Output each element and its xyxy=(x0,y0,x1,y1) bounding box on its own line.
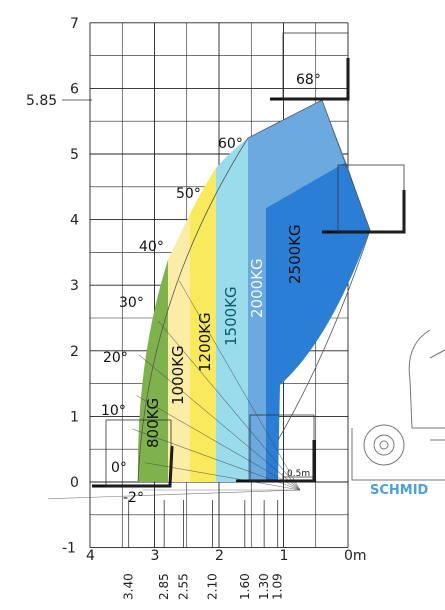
y-tick-label: 1 xyxy=(70,409,79,425)
angle-ray xyxy=(178,280,301,491)
angle-label-20: 20° xyxy=(103,350,128,366)
y-tick-label: 0 xyxy=(70,475,79,491)
zone-label-2500kg: 2500KG xyxy=(286,224,304,284)
angle-labels: 68° 60° 50° 40° 30° 20° 10° 0° -2° xyxy=(101,72,321,506)
angle-ray xyxy=(138,354,301,491)
reach-mark-label: 1.30 xyxy=(257,573,271,600)
angle-ray xyxy=(136,395,301,491)
x-tick-label: 3 xyxy=(151,548,160,564)
angle-label-68: 68° xyxy=(296,72,321,88)
x-tick-label: 0m xyxy=(344,548,367,564)
reach-mark-label: 2.55 xyxy=(177,573,191,600)
max-height-indicator: 5.85 xyxy=(26,93,92,109)
scale-bar: 0.5m xyxy=(282,469,315,481)
max-height-label: 5.85 xyxy=(26,93,57,109)
load-labels: 800KG 1000KG 1200KG 1500KG 2000KG 2500KG xyxy=(144,224,304,448)
zone-2500kg xyxy=(266,162,370,482)
brand-logo: SCHMID xyxy=(370,483,429,498)
x-tick-label: 2 xyxy=(215,548,224,564)
zone-label-1200kg: 1200KG xyxy=(196,312,214,372)
machine-silhouette xyxy=(351,329,445,481)
zone-label-1500kg: 1500KG xyxy=(222,286,240,346)
reach-mark-label: 2.10 xyxy=(206,573,220,600)
reach-mark-label: 3.40 xyxy=(122,573,136,600)
boom-outline xyxy=(137,99,371,483)
angle-label-60: 60° xyxy=(218,136,243,152)
zone-label-800kg: 800KG xyxy=(144,398,162,448)
reach-mark-label: 2.85 xyxy=(157,573,171,600)
reach-mark-label: 1.09 xyxy=(271,573,285,600)
y-tick-label: 2 xyxy=(70,344,79,360)
zone-2000kg xyxy=(248,100,346,482)
zone-1500kg xyxy=(216,138,248,482)
angle-label-minus2: -2° xyxy=(123,490,144,506)
x-tick-label: 4 xyxy=(86,548,95,564)
x-axis-ticks: 4 3 2 1 0m xyxy=(86,548,367,564)
y-tick-label: 7 xyxy=(70,16,79,32)
zone-label-1000kg: 1000KG xyxy=(169,345,187,405)
zone-800kg xyxy=(137,260,168,482)
zone-1000kg xyxy=(168,214,190,482)
x-tick-label: 1 xyxy=(280,548,289,564)
carriage-outlines xyxy=(105,32,405,487)
angle-label-50: 50° xyxy=(176,186,201,202)
reach-mark-label: 1.60 xyxy=(238,573,252,600)
y-axis-ticks: 7 6 5 4 3 2 1 0 -1 xyxy=(62,16,79,557)
angle-label-0: 0° xyxy=(111,460,127,476)
angle-label-30: 30° xyxy=(119,295,144,311)
angle-ray xyxy=(158,320,301,491)
angle-ray xyxy=(48,489,301,500)
y-tick-label: 4 xyxy=(70,213,79,229)
y-tick-label: 3 xyxy=(70,278,79,294)
y-tick-label: 5 xyxy=(70,147,79,163)
y-tick-label: -1 xyxy=(62,541,76,557)
zone-label-2000kg: 2000KG xyxy=(248,258,266,318)
scale-label: 0.5m xyxy=(287,469,310,479)
angle-label-10: 10° xyxy=(101,403,126,419)
angle-label-40: 40° xyxy=(139,239,164,255)
y-tick-label: 6 xyxy=(70,81,79,97)
